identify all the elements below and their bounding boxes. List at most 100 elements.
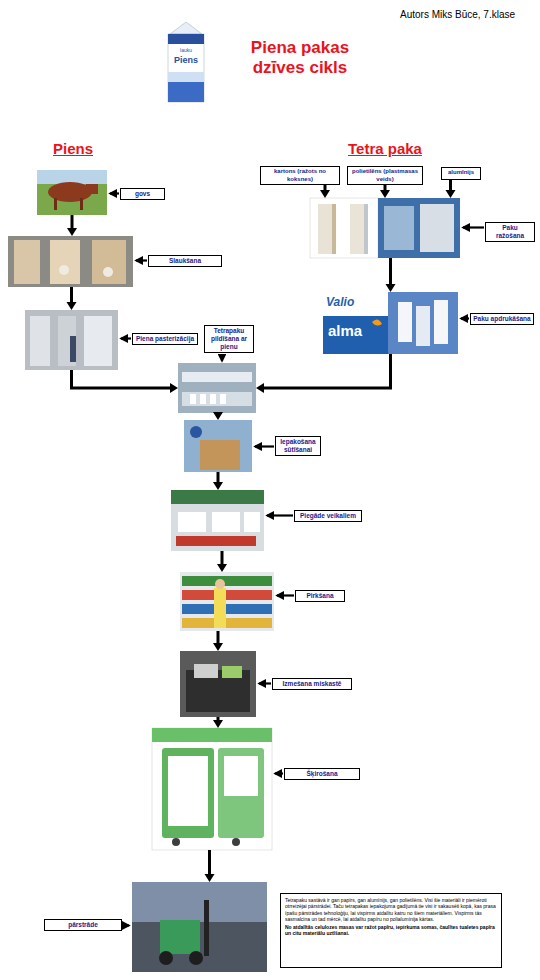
arrow-head [170, 383, 178, 393]
milk-carton-part [168, 82, 204, 102]
leader-arrows-part [277, 594, 294, 596]
filling-photo-part [182, 392, 252, 406]
step-label: Paku apdrukāšana [470, 313, 534, 325]
flow-line [389, 258, 392, 285]
sorting-photo-part [168, 756, 208, 826]
flow-arrow [217, 551, 227, 572]
package-production-photo-part [378, 198, 460, 258]
leader-arrows-part [121, 337, 131, 339]
flow-line [324, 185, 327, 191]
recycling-photo-part [189, 951, 203, 965]
flow-arrow [67, 287, 77, 310]
package-printing-photo [323, 292, 458, 354]
delivery-photo-part [212, 512, 240, 532]
cow-photo [37, 170, 107, 215]
milking-photo-part [8, 236, 133, 287]
text-label: Piens [168, 55, 204, 65]
arrow-head [320, 190, 330, 198]
packing-photo-part [190, 426, 202, 438]
delivery-photo-part [171, 490, 264, 504]
milking-photo [8, 236, 133, 287]
material-text: polietilēns (plastmasas veids) [350, 168, 420, 183]
milking-photo-part [14, 240, 40, 284]
package-production-photo-part [384, 206, 414, 250]
leader-arrows-part [463, 226, 484, 228]
process-step: pārstrāde [132, 882, 267, 972]
delivery-photo-part [178, 512, 206, 532]
process-step: Pirkšana [180, 572, 274, 631]
text-label: Piens [53, 140, 113, 157]
milk-carton-part [170, 22, 202, 34]
step-label: Šķirošana [284, 768, 360, 780]
flow-arrow [256, 354, 391, 393]
arrow-head [213, 412, 223, 420]
arrow-head [380, 190, 390, 198]
leader-arrows-part [136, 259, 147, 261]
leader-arrows-part [255, 445, 274, 447]
flow-arrow [213, 717, 223, 728]
process-step: Tetrapaku pildīšana ar pienu [178, 363, 256, 413]
sorting-photo-part [218, 748, 264, 838]
text-label: alma [328, 322, 388, 339]
package-printing-photo-part [323, 292, 388, 316]
recycling-photo-part [159, 951, 173, 965]
buying-photo-part [182, 618, 272, 628]
packing-photo-part [200, 440, 240, 470]
text-label: Valio [326, 296, 386, 310]
milking-photo-part [103, 267, 113, 277]
filling-photo-part [220, 394, 226, 404]
leader-arrows-part [461, 317, 469, 319]
flow-line [384, 185, 387, 191]
material-text: kartons (ražots no koksnes) [263, 168, 337, 183]
flow-line [217, 631, 220, 644]
cow-photo-part [37, 170, 107, 184]
milking-photo-part [59, 265, 69, 275]
note-paragraph: Tetrapaku sastāvā ir gan papīrs, gan alu… [285, 897, 497, 922]
package-printing-photo-part [398, 302, 412, 342]
sorting-photo-part [232, 838, 240, 846]
recycling-photo-part [204, 900, 209, 956]
flow-line [263, 354, 391, 388]
buying-photo-part [182, 604, 272, 614]
arrow-head [256, 383, 264, 393]
flow-line [70, 287, 73, 303]
filling-photo-part [182, 372, 252, 382]
material-box: polietilēns (plastmasas veids) [347, 166, 423, 185]
process-step: Izmešana miskastē [180, 651, 256, 717]
leader-arrows-part [259, 682, 271, 684]
leader-arrows-part [221, 354, 223, 361]
step-label: Slaukšana [148, 255, 222, 267]
package-printing-photo-part [372, 319, 382, 325]
leader-arrows [110, 194, 484, 926]
cow-photo-part [37, 170, 107, 215]
leader-arrows-part [110, 192, 119, 194]
package-printing-photo-part [388, 292, 458, 354]
flow-arrow [380, 185, 390, 198]
buying-photo-part [182, 590, 272, 600]
package-production-photo-part [364, 204, 368, 254]
step-label: Pirkšana [295, 590, 345, 602]
process-step: Paku apdrukāšana [323, 292, 458, 354]
delivery-photo-part [244, 512, 260, 532]
diagram-title: Piena pakas dzīves cikls [236, 38, 364, 78]
buying-photo [180, 572, 274, 631]
flow-arrow [213, 472, 223, 490]
package-printing-photo-part [323, 316, 388, 354]
delivery-photo-part [176, 536, 256, 546]
leader-arrows-part [267, 514, 293, 516]
material-box: alumīnijs [441, 167, 481, 180]
flow-arrow [213, 631, 223, 651]
trash-photo [180, 651, 256, 717]
flow-arrow [205, 850, 215, 882]
pasteurization-photo [25, 310, 118, 370]
recycling-photo-part [132, 882, 267, 922]
filling-photo-part [200, 394, 206, 404]
sorting-photo-part [152, 728, 272, 850]
cow-photo-part [86, 184, 98, 194]
text-label: lauku [168, 48, 204, 54]
step-label: govs [120, 188, 165, 200]
buying-photo-part [180, 572, 274, 631]
pasteurization-photo-part [30, 316, 50, 366]
arrow-head [67, 302, 77, 310]
